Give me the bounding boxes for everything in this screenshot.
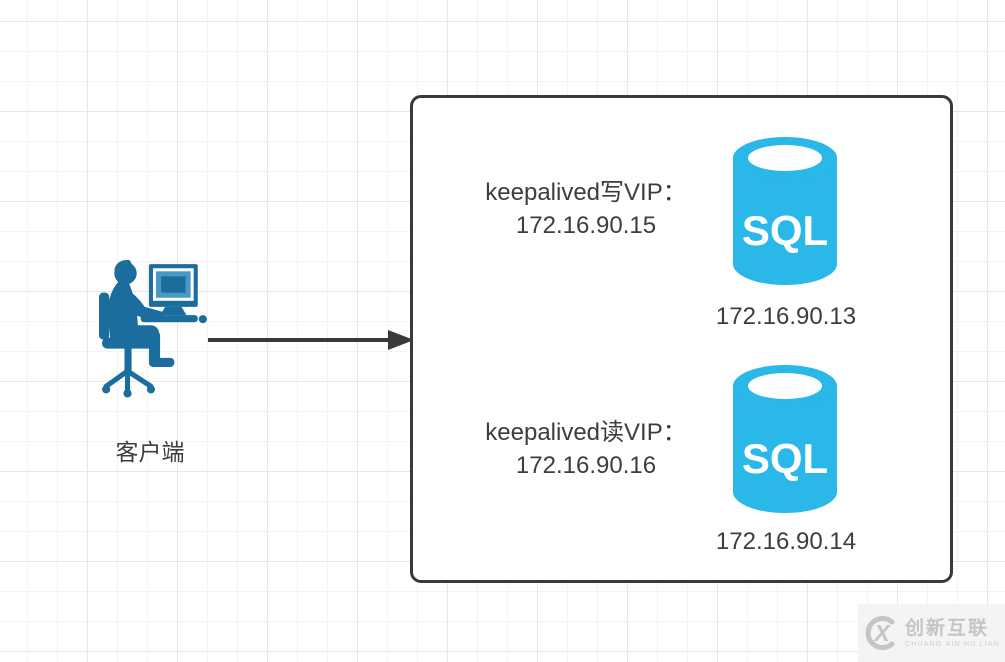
client-label: 客户端 [115, 439, 185, 465]
foot [148, 357, 175, 367]
sql-database-icon: SQL [733, 365, 837, 513]
chair-wheel [146, 385, 155, 394]
monitor-screen-inner [161, 276, 186, 293]
chair-base [103, 368, 154, 393]
watermark-panel: X 创新互联 CHUANG XIN HU LIAN [858, 604, 1005, 662]
cylinder-opening [748, 373, 822, 399]
hair [114, 260, 133, 271]
read-vip-label: keepalived读VIP： 172.16.90.16 [451, 416, 721, 482]
read-server-ip: 172.16.90.14 [715, 528, 857, 555]
arm [115, 286, 164, 322]
chair-wheel [102, 385, 111, 394]
chair-back [99, 292, 110, 340]
chair-wheel [123, 389, 132, 398]
vip-label-line: keepalived写VIP： [485, 179, 687, 206]
monitor-stand [160, 306, 187, 316]
write-server-ip: 172.16.90.13 [715, 303, 857, 330]
arrow-head [388, 330, 414, 350]
cylinder-opening [748, 145, 822, 171]
write-vip-label: keepalived写VIP： 172.16.90.15 [451, 176, 721, 242]
logo-c-ring [865, 616, 895, 650]
flow-arrow [208, 330, 414, 350]
chuangxin-logo-icon: X [865, 616, 895, 650]
head [114, 262, 137, 285]
watermark-subtext: CHUANG XIN HU LIAN [904, 640, 1001, 648]
cylinder-body [733, 386, 837, 513]
sql-icon-text: SQL [742, 435, 828, 482]
chair-seat [102, 337, 153, 349]
client-person-icon [99, 260, 207, 398]
vip-ip-line: 172.16.90.16 [515, 452, 657, 479]
sql-icon-text: SQL [742, 207, 828, 254]
mouse [198, 315, 207, 324]
sql-database-icon: SQL [733, 137, 837, 285]
watermark-text: 创新互联 CHUANG XIN HU LIAN [905, 619, 1000, 648]
cylinder-body [733, 158, 837, 285]
vip-label-line: keepalived读VIP： [485, 419, 687, 446]
chair-pole [124, 347, 132, 373]
server-group-box: keepalived写VIP： 172.16.90.15 SQL 172.16.… [410, 95, 953, 583]
vip-ip-line: 172.16.90.15 [515, 212, 657, 239]
watermark-brand: 创新互联 [904, 617, 989, 639]
logo-x-letter: X [872, 620, 891, 646]
